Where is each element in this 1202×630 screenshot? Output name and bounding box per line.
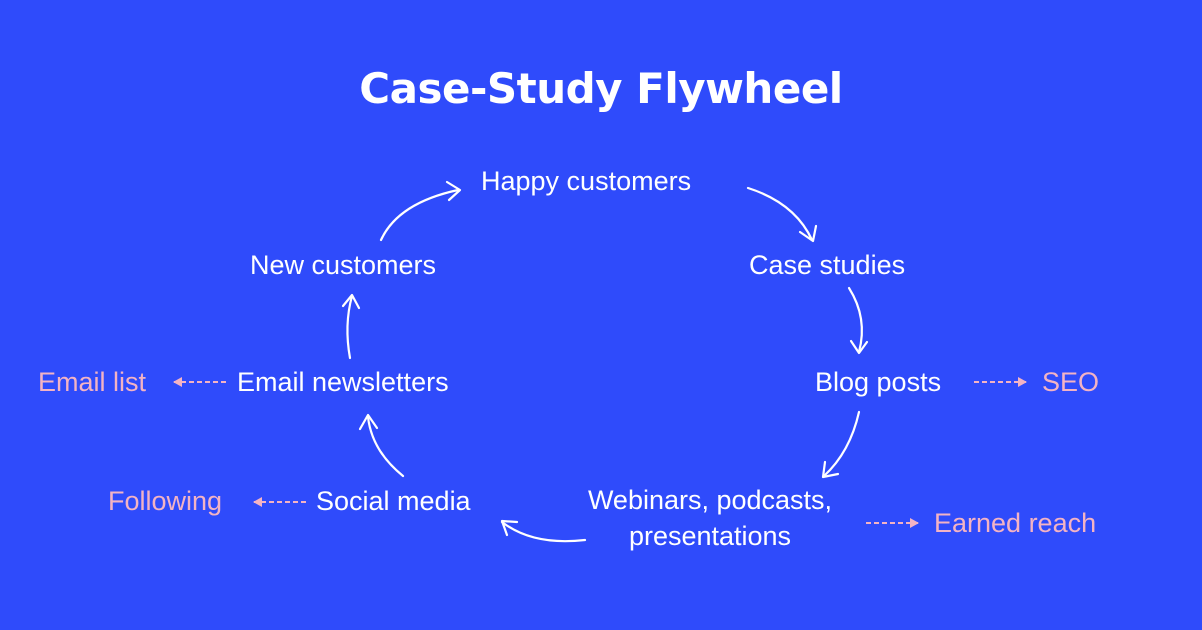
arrow-blog-posts-to-webinars [821,410,861,479]
diagram-title: Case-Study Flywheel [359,64,843,113]
node-blog-posts: Blog posts [815,367,942,397]
arrow-happy-to-case-studies [746,186,818,243]
outcome-following: Following [108,486,223,516]
arrow-new-customers-to-happy-customers [379,180,462,242]
node-happy-customers: Happy customers [481,166,692,196]
outcome-earned-reach: Earned reach [934,508,1097,538]
node-webinars-line1: Webinars, podcasts, [587,485,833,515]
arrow-email-newsletters-to-new-customers [341,293,361,360]
arrow-social-media-to-email-newsletters [358,413,405,478]
node-webinars-line2: presentations [628,520,792,551]
outcome-email-list: Email list [38,367,147,397]
arrow-webinars-to-social-media [500,519,587,543]
arrow-case-studies-to-blog-posts [847,286,869,355]
node-social-media: Social media [316,486,471,516]
node-webinars: Webinars, podcasts, presentations [560,484,860,554]
node-email-newsletters: Email newsletters [237,367,449,397]
node-case-studies: Case studies [749,250,906,280]
node-new-customers: New customers [250,250,437,280]
outcome-seo: SEO [1042,367,1100,397]
